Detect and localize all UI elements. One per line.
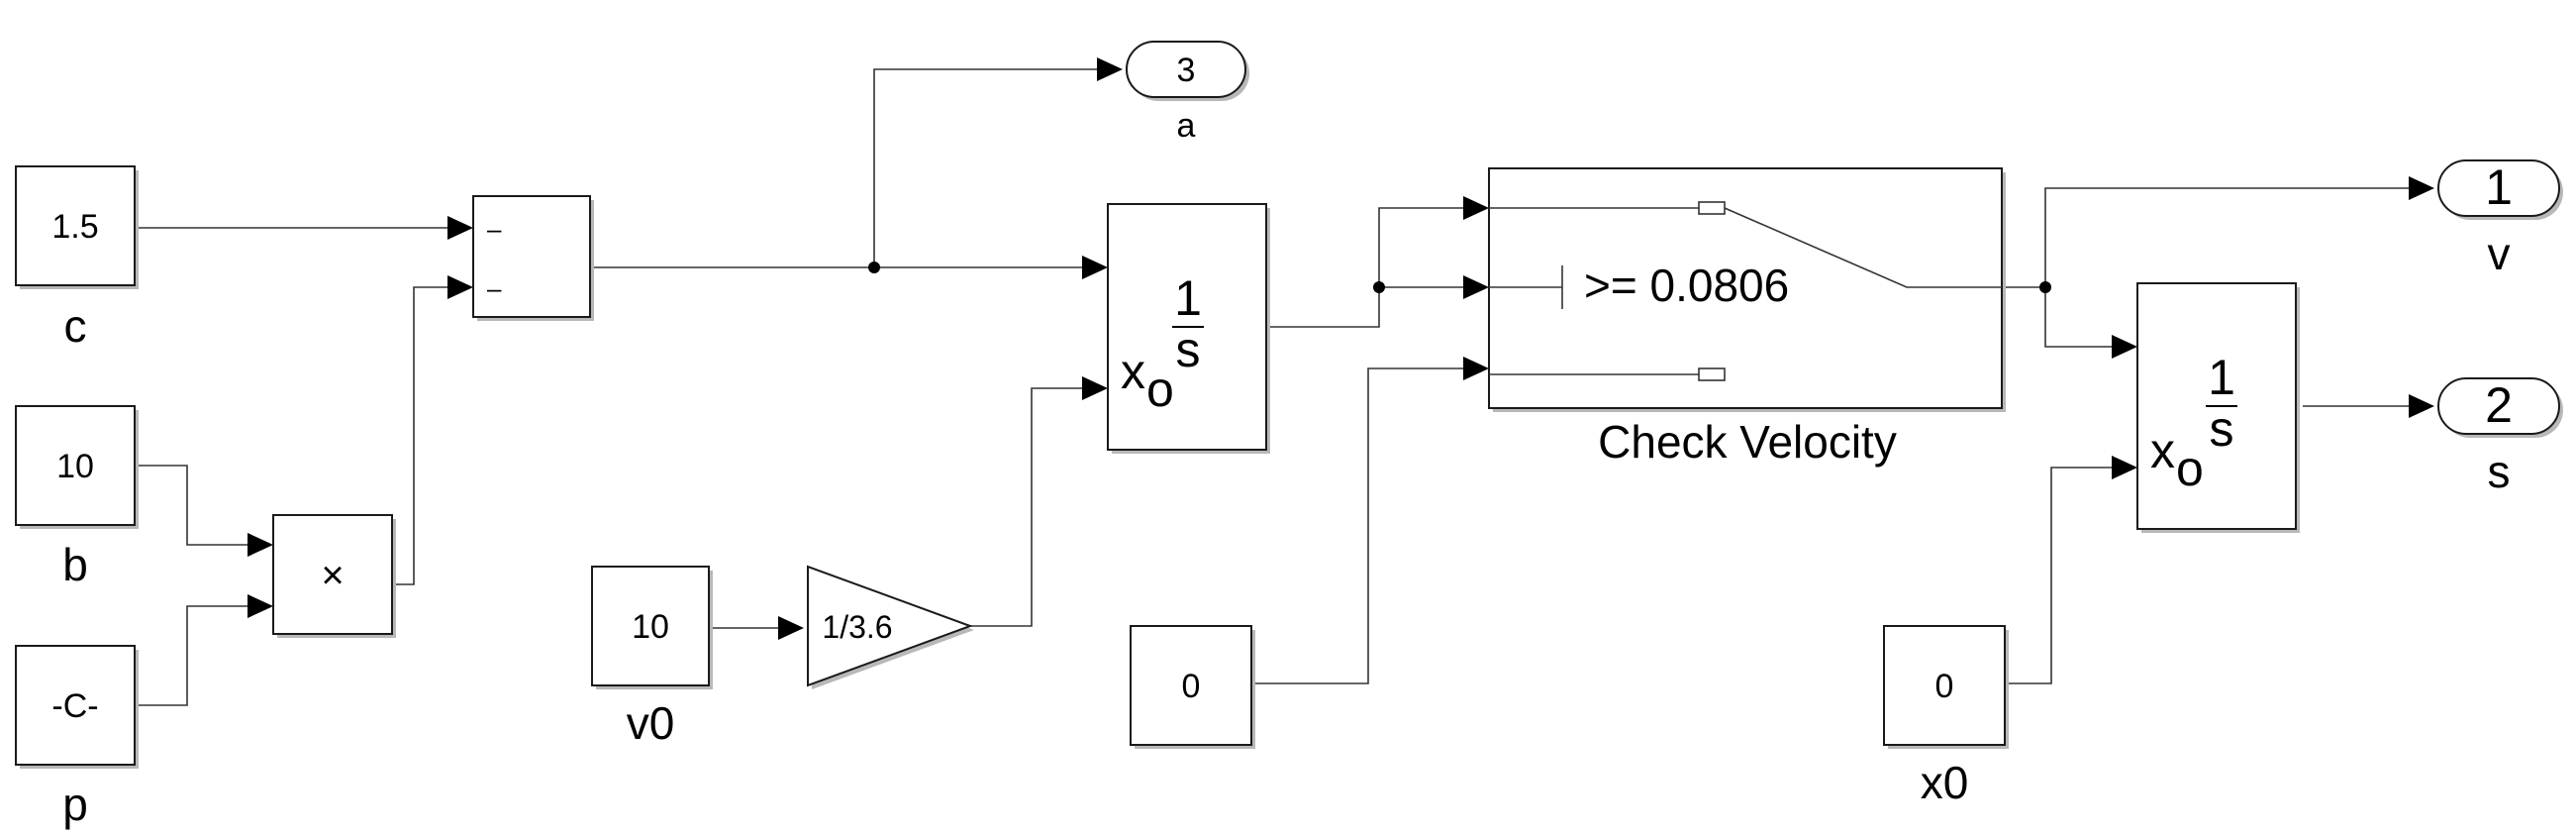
branch-point-v bbox=[1373, 281, 1385, 293]
line-branch-to-integrator-s[interactable] bbox=[2044, 287, 2112, 348]
line-product-to-sum[interactable] bbox=[393, 286, 447, 585]
line-integrator-to-switch[interactable] bbox=[1270, 286, 1463, 328]
outport-v-number: 1 bbox=[2485, 159, 2513, 215]
outport-v[interactable]: 1 v bbox=[2437, 159, 2563, 279]
line-x0-to-integrator-s-x0[interactable] bbox=[2007, 467, 2112, 684]
integrator-block-v[interactable]: 1 s x o bbox=[1107, 203, 1270, 454]
integrator-s-x0-x: x bbox=[2150, 423, 2175, 478]
constant-block-p[interactable]: -C- p bbox=[15, 645, 139, 830]
arrow-sum-in2 bbox=[447, 275, 473, 299]
integrator-v-x0-sub: o bbox=[1146, 362, 1174, 417]
outport-s-number: 2 bbox=[2485, 377, 2513, 433]
line-p-to-product[interactable] bbox=[136, 605, 248, 706]
constant-x0-value: 0 bbox=[1935, 668, 1954, 705]
gain-value: 1/3.6 bbox=[822, 609, 892, 645]
arrow-integrator-s-in bbox=[2112, 335, 2137, 359]
arrow-switch-top bbox=[1463, 196, 1489, 220]
signal-lines bbox=[136, 68, 2409, 706]
constant-p-label: p bbox=[62, 779, 88, 830]
product-symbol: × bbox=[321, 554, 344, 597]
constant-block-zero[interactable]: 0 bbox=[1130, 625, 1255, 749]
arrow-out-v bbox=[2409, 176, 2434, 200]
switch-block-check-velocity[interactable]: >= 0.0806 Check Velocity bbox=[1488, 167, 2006, 468]
constant-x0-label: x0 bbox=[1921, 757, 1969, 808]
integrator-s-numerator: 1 bbox=[2208, 350, 2235, 405]
integrator-v-numerator: 1 bbox=[1174, 270, 1202, 326]
constant-b-label: b bbox=[62, 539, 88, 590]
switch-top-contact bbox=[1698, 201, 1726, 215]
arrow-sum-in1 bbox=[447, 216, 473, 240]
constant-block-x0[interactable]: 0 x0 bbox=[1883, 625, 2009, 808]
constant-v0-label: v0 bbox=[627, 697, 675, 749]
switch-criteria: >= 0.0806 bbox=[1584, 260, 1789, 311]
constant-block-b[interactable]: 10 b bbox=[15, 405, 139, 590]
constant-zero-value: 0 bbox=[1182, 668, 1201, 705]
arrow-out-a bbox=[1097, 57, 1123, 81]
outport-s[interactable]: 2 s bbox=[2437, 377, 2563, 497]
constant-p-value: -C- bbox=[51, 687, 98, 725]
line-gain-to-integrator-x0[interactable] bbox=[970, 387, 1082, 627]
switch-label: Check Velocity bbox=[1598, 416, 1897, 468]
integrator-s-denominator: s bbox=[2210, 401, 2234, 457]
line-zero-to-switch-bottom[interactable] bbox=[1253, 367, 1463, 684]
constant-c-value: 1.5 bbox=[51, 208, 98, 246]
line-switch-to-out-v[interactable] bbox=[2005, 187, 2409, 288]
integrator-s-x0-sub: o bbox=[2176, 441, 2204, 496]
constant-v0-value: 10 bbox=[632, 608, 669, 646]
arrow-switch-bottom bbox=[1463, 357, 1489, 380]
constant-block-c[interactable]: 1.5 c bbox=[15, 165, 139, 352]
constant-c-label: c bbox=[64, 300, 87, 352]
gain-block[interactable]: 1/3.6 bbox=[807, 565, 974, 689]
arrow-integrator-s-x0 bbox=[2112, 456, 2137, 479]
integrator-v-denominator: s bbox=[1176, 322, 1201, 377]
constant-b-value: 10 bbox=[56, 448, 94, 485]
branch-point-out bbox=[2039, 281, 2051, 293]
switch-bottom-contact bbox=[1698, 367, 1726, 381]
sum-sign-1: – bbox=[487, 214, 502, 244]
outport-s-label: s bbox=[2488, 446, 2511, 497]
outport-a-number: 3 bbox=[1177, 52, 1196, 89]
arrowheads bbox=[248, 57, 2434, 640]
arrow-integrator-in bbox=[1082, 256, 1108, 279]
branch-point-a bbox=[868, 261, 880, 273]
outport-a-label: a bbox=[1177, 107, 1196, 145]
arrow-product-in2 bbox=[248, 594, 273, 618]
integrator-v-x0-x: x bbox=[1121, 344, 1145, 399]
branch-points bbox=[868, 261, 2051, 293]
arrow-out-s bbox=[2409, 394, 2434, 418]
product-block[interactable]: × bbox=[272, 514, 396, 638]
sum-sign-2: – bbox=[487, 273, 502, 303]
outport-v-label: v bbox=[2488, 228, 2511, 279]
switch-lever bbox=[1724, 207, 2002, 288]
arrow-product-in1 bbox=[248, 533, 273, 557]
arrow-gain-in bbox=[778, 616, 804, 640]
line-branch-to-switch-top[interactable] bbox=[1378, 207, 1463, 287]
constant-block-v0[interactable]: 10 v0 bbox=[591, 566, 713, 749]
arrow-switch-mid bbox=[1463, 275, 1489, 299]
line-b-to-product[interactable] bbox=[136, 465, 248, 546]
integrator-block-s[interactable]: 1 s x o bbox=[2136, 282, 2300, 533]
line-branch-to-out-a[interactable] bbox=[873, 68, 1097, 267]
outport-a[interactable]: 3 a bbox=[1126, 41, 1249, 145]
arrow-integrator-x0 bbox=[1082, 376, 1108, 400]
sum-block[interactable]: – – bbox=[472, 195, 594, 321]
